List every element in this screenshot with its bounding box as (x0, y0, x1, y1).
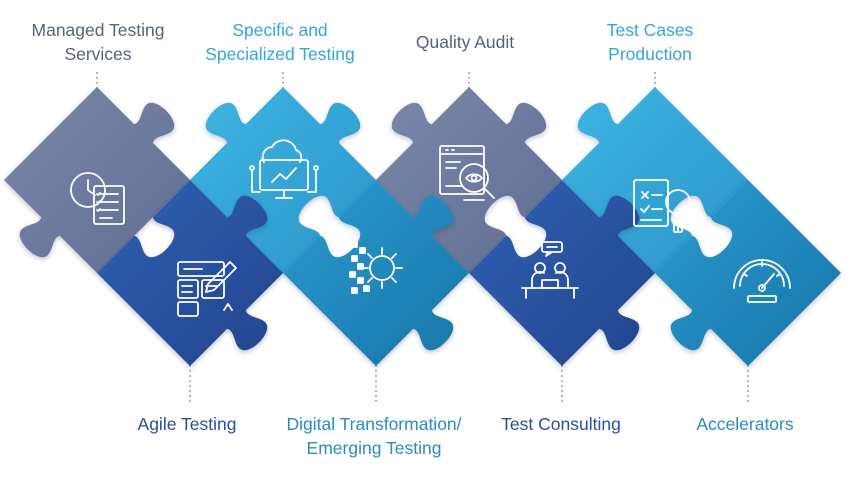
label-quality-audit: Quality Audit (415, 32, 515, 52)
piece-digital-transformation (283, 180, 469, 366)
kanban-pencil-icon (177, 261, 237, 317)
label-agile-testing: Agile Testing (137, 414, 237, 434)
speedometer-icon (733, 259, 791, 303)
piece-agile-testing (97, 180, 283, 366)
piece-accelerators (655, 180, 841, 366)
piece-icons (70, 139, 791, 317)
label-digital-transformation-emerging-testing: Digital Transformation/Emerging Testing (286, 414, 462, 458)
eye-magnifier-icon (439, 145, 495, 201)
puzzle-pieces (4, 87, 841, 366)
checklist-magnifier-icon (633, 179, 691, 233)
piece-managed-testing-services (4, 87, 190, 273)
label-accelerators: Accelerators (696, 414, 794, 434)
pixel-gear-icon (349, 241, 403, 294)
consultation-icon (521, 241, 579, 299)
cloud-monitor-icon (249, 139, 319, 199)
label-test-consulting: Test Consulting (501, 414, 621, 434)
clock-document-icon (70, 172, 125, 225)
